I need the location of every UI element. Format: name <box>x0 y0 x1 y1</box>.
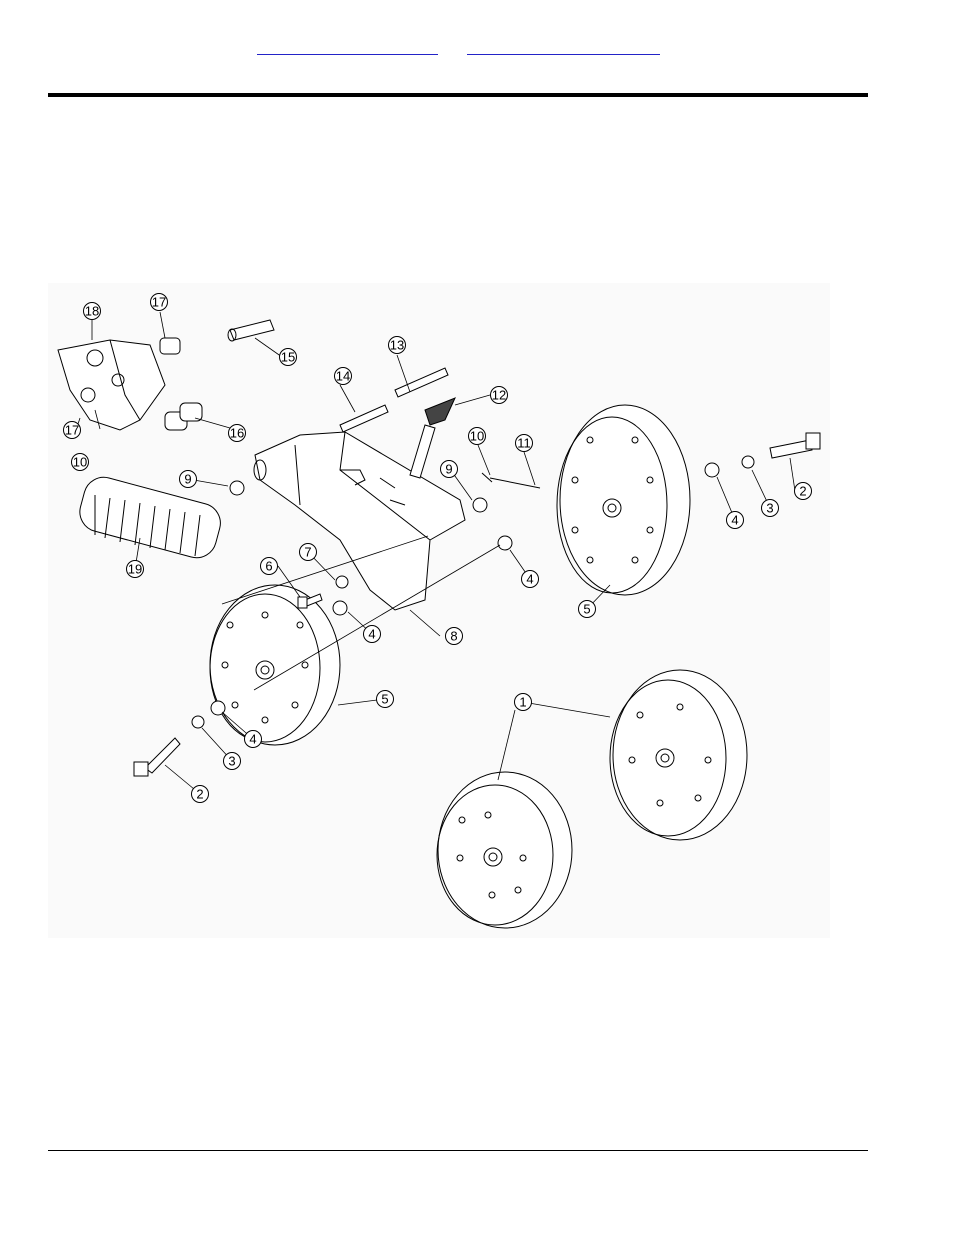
callout-9: 9 <box>184 472 191 487</box>
callout-17: 17 <box>152 295 166 310</box>
callout-2: 2 <box>196 787 203 802</box>
header-link-right[interactable] <box>467 40 660 55</box>
lock-washer <box>192 716 204 728</box>
gauge-wheel-right <box>557 405 690 595</box>
callout-4: 4 <box>249 732 256 747</box>
complete-wheel-upper <box>610 670 747 840</box>
callout-8: 8 <box>450 629 457 644</box>
callout-14: 14 <box>336 369 350 384</box>
callout-4: 4 <box>526 572 533 587</box>
callout-6: 6 <box>265 559 272 574</box>
retaining-pin <box>490 478 540 488</box>
callout-2: 2 <box>799 484 806 499</box>
callout-10: 10 <box>73 455 87 470</box>
wheel-bolt-right <box>770 433 820 458</box>
header-link-left[interactable] <box>257 40 438 55</box>
wheel-bolt-left <box>134 738 180 776</box>
callout-4: 4 <box>731 513 738 528</box>
callout-10: 10 <box>470 429 484 444</box>
spacer-pair <box>165 403 202 430</box>
hair-clip <box>482 473 492 482</box>
callout-19: 19 <box>128 562 142 577</box>
bushing <box>160 338 180 354</box>
callout-9: 9 <box>445 462 452 477</box>
spacer-washer <box>336 576 348 588</box>
callout-15: 15 <box>281 350 295 365</box>
callout-3: 3 <box>766 501 773 516</box>
callout-16: 16 <box>230 426 244 441</box>
callout-7: 7 <box>304 545 311 560</box>
lock-washer <box>742 456 754 468</box>
callout-1: 1 <box>519 695 526 710</box>
callout-11: 11 <box>517 436 531 451</box>
gauge-wheel-left <box>210 585 340 745</box>
washer <box>473 498 487 512</box>
callout-3: 3 <box>228 754 235 769</box>
tension-spring <box>75 473 224 562</box>
callout-5: 5 <box>381 692 388 707</box>
pivot-pin <box>228 320 274 341</box>
complete-wheel-lower <box>437 772 572 928</box>
callout-18: 18 <box>85 304 99 319</box>
mounting-bracket <box>58 340 165 430</box>
washer <box>230 481 244 495</box>
flat-washer <box>498 536 512 550</box>
flat-washer <box>333 601 347 615</box>
top-rule <box>48 93 868 97</box>
callout-13: 13 <box>390 338 404 353</box>
callout-17: 17 <box>65 423 79 438</box>
flat-washer <box>705 463 719 477</box>
bottom-rule <box>48 1150 868 1151</box>
callout-12: 12 <box>492 388 506 403</box>
callout-4: 4 <box>368 627 375 642</box>
callout-5: 5 <box>583 602 590 617</box>
parts-diagram: 18 17 15 14 13 12 10 11 9 9 16 10 17 2 3… <box>48 283 830 938</box>
